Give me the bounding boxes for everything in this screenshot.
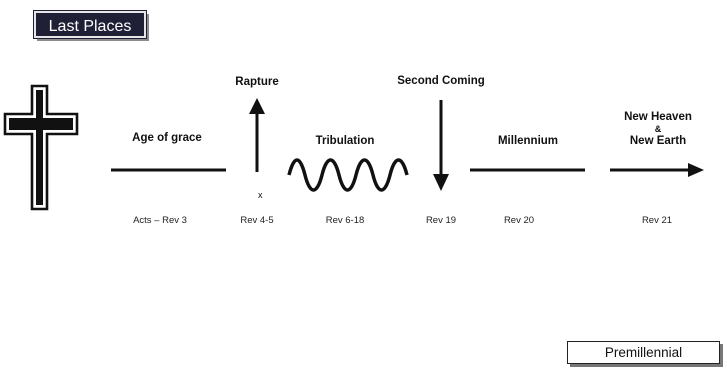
tribulation-label: Tribulation xyxy=(315,135,375,147)
page-title: Last Places xyxy=(33,10,147,39)
ref-second-coming: Rev 19 xyxy=(425,215,457,226)
rapture-x-mark: x xyxy=(258,190,263,200)
millennium-label: Millennium xyxy=(497,135,559,147)
rapture-label: Rapture xyxy=(235,76,279,88)
new-heaven-amp: & xyxy=(654,124,662,134)
ref-tribulation: Rev 6-18 xyxy=(325,215,365,226)
age-of-grace-label: Age of grace xyxy=(132,132,202,144)
second-coming-label: Second Coming xyxy=(397,75,485,87)
ref-rapture: Rev 4-5 xyxy=(240,215,274,226)
new-heaven-label: New Heaven & New Earth xyxy=(608,111,708,148)
cross-icon xyxy=(3,84,79,211)
ref-new-heaven: Rev 21 xyxy=(641,215,673,226)
new-heaven-line2: New Earth xyxy=(629,135,687,147)
arrow-down-icon xyxy=(433,100,449,191)
view-label: Premillennial xyxy=(567,341,720,364)
ref-millennium: Rev 20 xyxy=(503,215,535,226)
ref-age-of-grace: Acts – Rev 3 xyxy=(133,215,187,226)
arrow-up-icon xyxy=(249,98,265,172)
arrow-right-icon xyxy=(610,163,704,177)
new-heaven-line1: New Heaven xyxy=(624,111,692,123)
tribulation-wave xyxy=(287,158,409,192)
